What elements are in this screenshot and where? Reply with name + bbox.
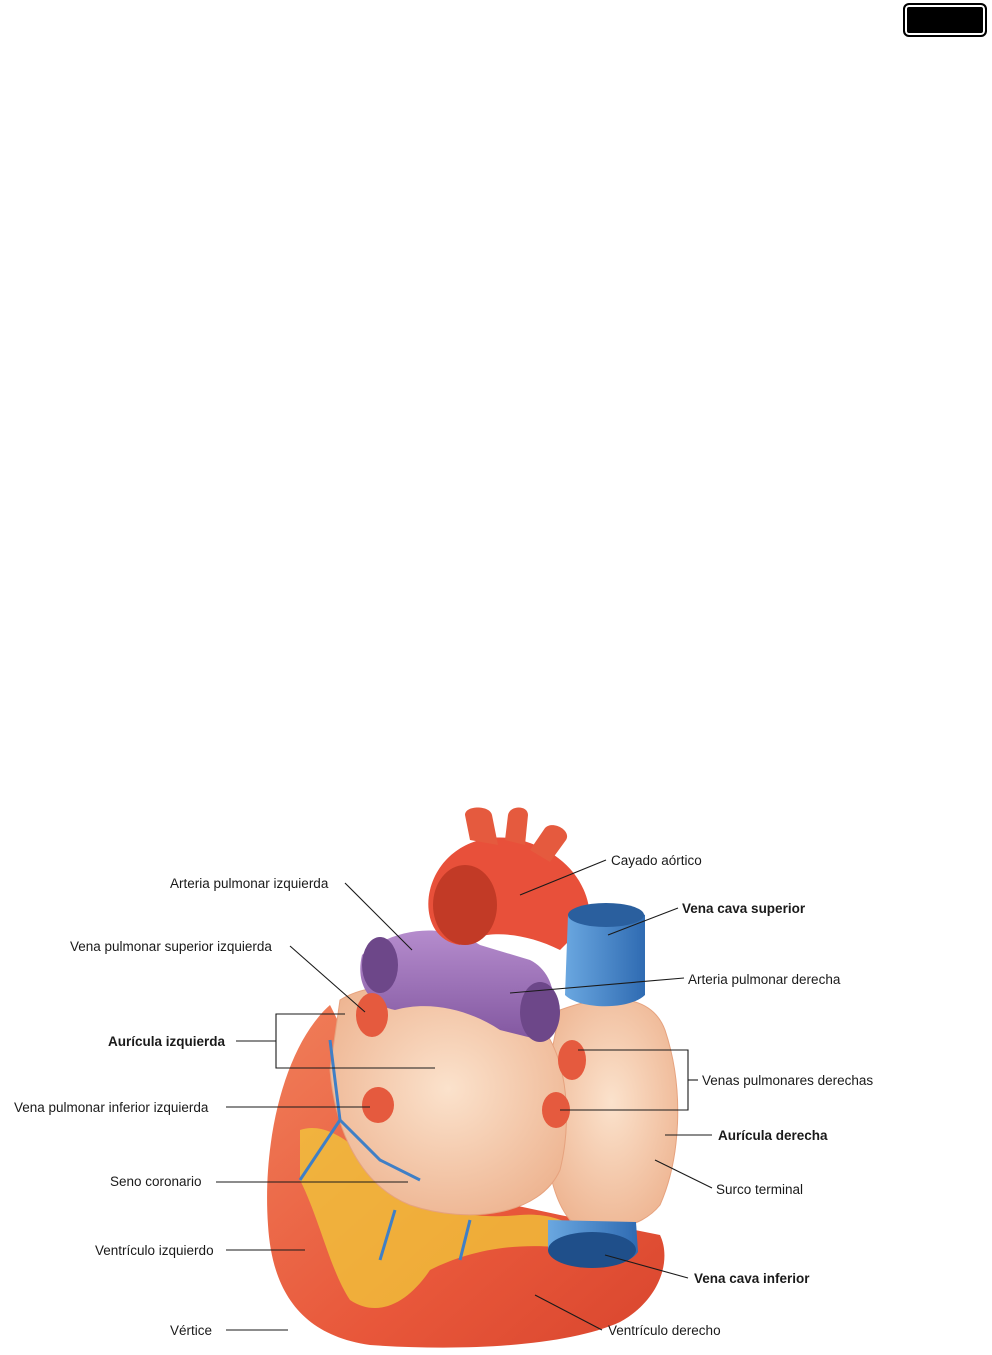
label-left-atrium: Aurícula izquierda	[108, 1034, 226, 1049]
label-right-ventricle: Ventrículo derecho	[608, 1323, 721, 1338]
aorta-opening	[433, 865, 497, 945]
label-right-pulmonary-veins: Venas pulmonares derechas	[702, 1073, 873, 1088]
coronary-veins	[298, 1039, 472, 1261]
pulmonary-artery-opening	[362, 937, 398, 993]
ivc-opening	[548, 1232, 636, 1268]
label-sulcus-terminalis: Surco terminal	[716, 1182, 803, 1197]
label-apex: Vértice	[170, 1323, 212, 1338]
label-left-superior-pulmonary-vein: Vena pulmonar superior izquierda	[70, 939, 272, 954]
label-left-inferior-pulmonary-vein: Vena pulmonar inferior izquierda	[14, 1100, 209, 1115]
label-left-ventricle: Ventrículo izquierdo	[95, 1243, 214, 1258]
left-superior-pulmonary-vein-shape	[356, 993, 388, 1037]
leader-lines	[216, 859, 713, 1331]
superior-vena-cava-shape	[565, 907, 645, 1007]
label-left-pulmonary-artery: Arteria pulmonar izquierda	[170, 876, 329, 891]
label-inferior-vena-cava: Vena cava inferior	[694, 1271, 810, 1286]
left-pulmonary-artery-shape	[360, 930, 554, 1040]
label-coronary-sinus: Seno coronario	[110, 1174, 202, 1189]
label-superior-vena-cava: Vena cava superior	[682, 901, 806, 916]
right-inferior-pulmonary-vein-shape	[542, 1092, 570, 1128]
svc-opening	[568, 903, 644, 927]
aortic-branches	[465, 807, 568, 862]
right-superior-pulmonary-vein-shape	[558, 1040, 586, 1080]
right-pulmonary-artery-opening	[520, 982, 560, 1042]
label-right-atrium: Aurícula derecha	[718, 1128, 828, 1143]
label-right-pulmonary-artery: Arteria pulmonar derecha	[688, 972, 841, 987]
label-aortic-arch: Cayado aórtico	[611, 853, 702, 868]
corner-tab-black	[903, 3, 987, 37]
left-inferior-pulmonary-vein-shape	[362, 1087, 394, 1123]
